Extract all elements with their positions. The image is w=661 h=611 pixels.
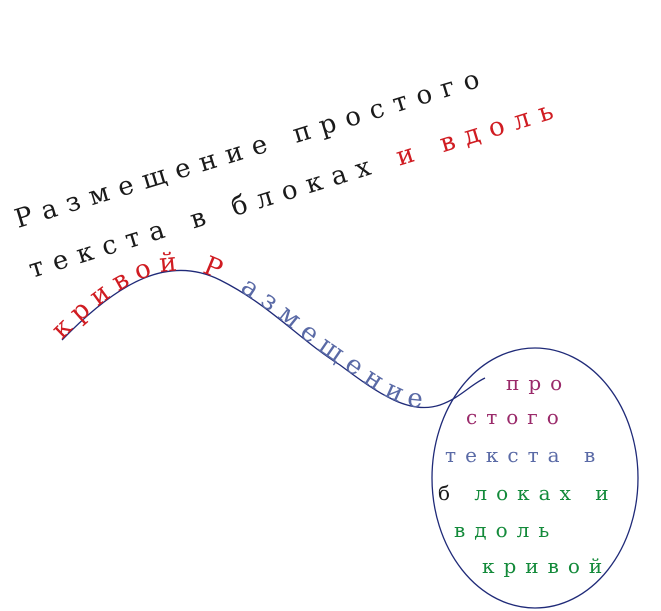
curve-red-letter: Р — [199, 251, 234, 288]
text-circle — [431, 347, 639, 609]
circle-line-6: кривой — [482, 554, 611, 578]
circle-line-3: текста в — [445, 443, 604, 467]
circle-line-5: вдоль — [454, 518, 558, 542]
circle-line-4-green: локах и — [474, 481, 617, 505]
circle-line-1: про — [506, 371, 571, 395]
circle-line-4: б локах и — [438, 481, 618, 505]
circle-line-2: стого — [466, 405, 568, 429]
curve-blue-rest: азмещение — [236, 271, 433, 415]
text-curve-path — [61, 269, 486, 409]
circle-line-4-black: б — [438, 481, 459, 505]
curve-text: кривой Р азмещение — [46, 247, 433, 416]
